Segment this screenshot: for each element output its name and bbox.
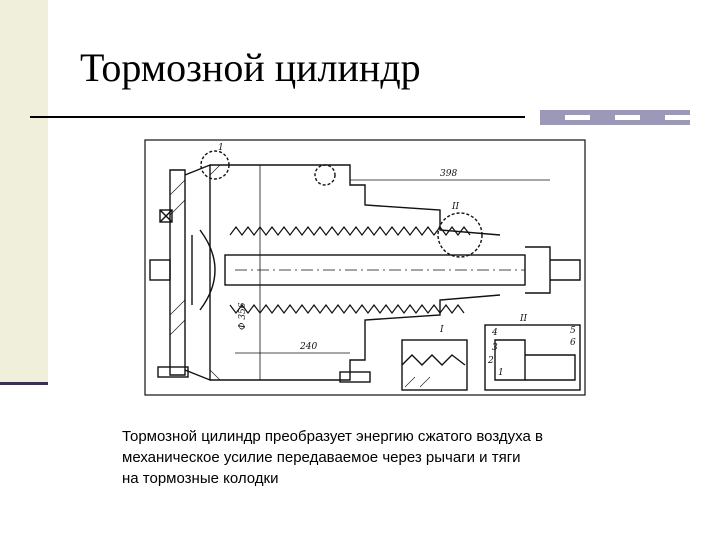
drawing-label: II [451,202,460,212]
drawing-label: II [519,314,528,324]
drawing-label: I [439,325,444,335]
drawing-label: 2 [487,356,494,366]
drawing-label: 398 [440,169,457,179]
drawing-label: 6 [570,338,576,348]
caption-line: механическое усилие передаваемое через р… [122,449,521,466]
drawing-label: Ф 356 [238,302,248,330]
left-accent-line [0,382,48,385]
left-accent-panel [0,0,48,385]
title-rule [30,116,525,118]
slide-caption: Тормозной цилиндр преобразует энергию сж… [122,426,682,489]
drawing-label: 240 [299,342,317,352]
slide-title: Тормозной цилиндр [80,45,421,90]
drawing-label: 5 [570,326,576,336]
brake-cylinder-drawing: 1 II I II 398 240 Ф 356 4 3 2 1 5 6 [140,135,590,400]
decorative-checker-band-mid [540,115,690,120]
technical-drawing-svg: 1 II I II 398 240 Ф 356 4 3 2 1 5 6 [144,139,586,396]
drawing-label: 3 [492,343,498,353]
drawing-label: 1 [498,368,504,378]
drawing-label: 1 [218,143,224,153]
caption-line: на тормозные колодки [122,470,279,487]
caption-line: Тормозной цилиндр преобразует энергию сж… [122,428,543,445]
drawing-label: 4 [491,328,498,338]
